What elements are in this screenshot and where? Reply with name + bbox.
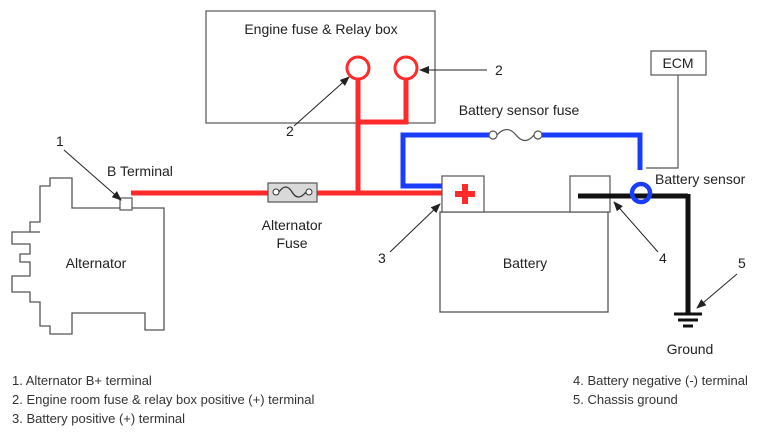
callout-5: 5	[738, 255, 746, 271]
legend-left: 1. Alternator B+ terminal 2. Engine room…	[12, 371, 314, 428]
callout-2-right: 2	[495, 62, 503, 78]
alternator-fuse-label-line1: Alternator	[262, 217, 323, 233]
ground-label: Ground	[667, 341, 714, 357]
callout-4-leader	[613, 201, 659, 253]
callout-3-leader	[389, 203, 441, 253]
callout-1-leader	[63, 149, 122, 201]
battery-sensor-label: Battery sensor	[655, 171, 746, 187]
relay-box-label: Engine fuse & Relay box	[244, 21, 397, 37]
callout-4: 4	[659, 250, 667, 266]
relay-terminal-right	[393, 55, 419, 81]
ecm-signal-wire	[646, 75, 679, 169]
legend-item-4: 4. Battery negative (-) terminal	[573, 373, 748, 388]
callout-2-left: 2	[286, 123, 294, 139]
battery-sensor-fuse-symbol	[488, 128, 543, 142]
battery-label: Battery	[503, 255, 547, 271]
legend-item-1: 1. Alternator B+ terminal	[12, 373, 152, 388]
legend-right: 4. Battery negative (-) terminal 5. Chas…	[573, 371, 748, 409]
callout-3: 3	[378, 250, 386, 266]
battery-sensor-ring	[629, 181, 653, 205]
positive-terminal-sign	[455, 184, 475, 204]
sensor-fuse-wire	[542, 132, 643, 165]
relay-terminal-left	[345, 55, 371, 81]
ecm-box: ECM	[650, 50, 707, 76]
b-terminal-label: B Terminal	[107, 163, 173, 179]
alternator-fuse-label-line2: Fuse	[276, 235, 307, 251]
callout-1: 1	[56, 133, 64, 149]
ecm-label: ECM	[662, 55, 693, 71]
alternator-fuse-symbol	[267, 182, 318, 203]
battery-sensor-fuse-label: Battery sensor fuse	[459, 102, 580, 118]
legend-item-5: 5. Chassis ground	[573, 392, 678, 407]
legend-item-2: 2. Engine room fuse & relay box positive…	[12, 392, 315, 407]
alternator-label: Alternator	[66, 255, 127, 271]
callout-2-left-leader	[293, 76, 350, 127]
callout-5-leader	[696, 273, 738, 309]
legend-item-3: 3. Battery positive (+) terminal	[12, 411, 186, 426]
ground-symbol	[674, 312, 702, 328]
sensor-fuse-wire-left	[400, 132, 489, 189]
alternator: Alternator	[11, 177, 165, 335]
positive-wiring	[131, 75, 442, 196]
